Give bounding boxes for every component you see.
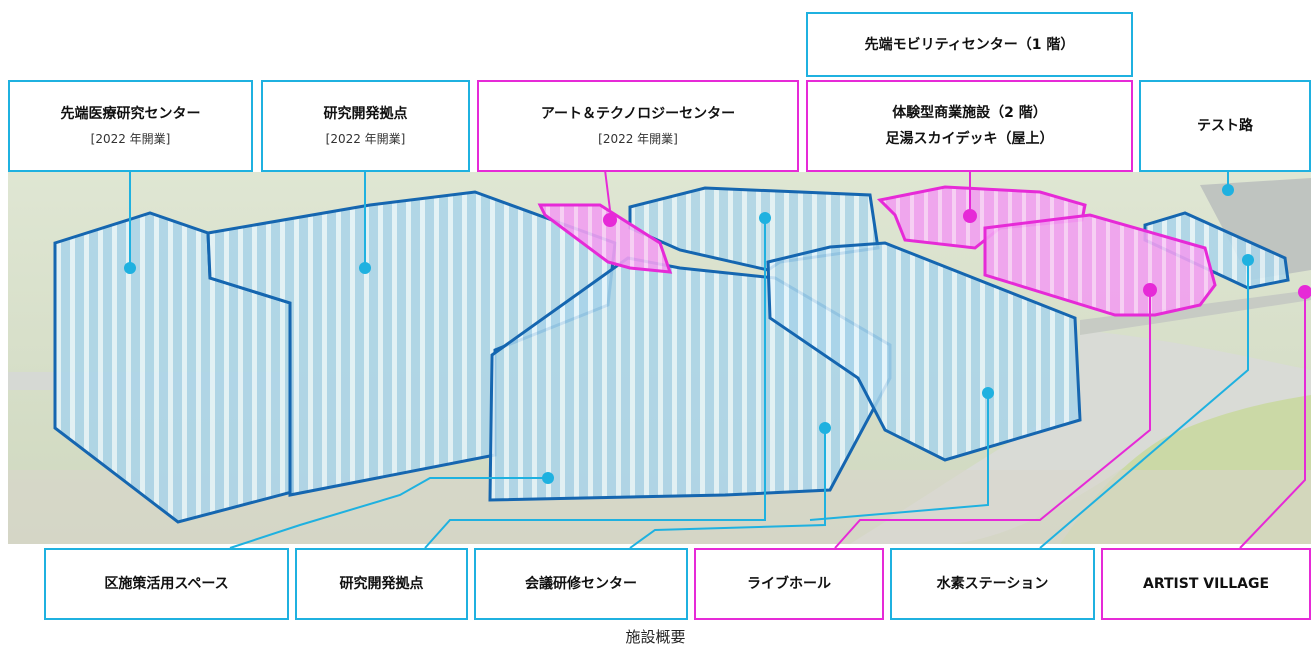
marker-dot — [982, 387, 994, 399]
marker-dot — [124, 262, 136, 274]
building-art-tech — [537, 203, 673, 274]
label-mobility: 先端モビリティセンター（1 階） — [806, 12, 1133, 77]
label-artist-village: ARTIST VILLAGE — [1101, 548, 1311, 620]
label-rd-base-top: 研究開発拠点 [2022 年開業] — [261, 80, 470, 172]
building-hydrogen-rd — [766, 241, 1082, 462]
label-live-hall: ライブホール — [694, 548, 884, 620]
label-title: 先端モビリティセンター（1 階） — [864, 36, 1075, 53]
leader-hydrogen — [1039, 260, 1249, 549]
label-title: 体験型商業施設（2 階） — [892, 105, 1047, 121]
marker-dot — [759, 212, 771, 224]
marker-dot — [603, 213, 617, 227]
leader-rd-base-bottom — [424, 218, 766, 549]
leader-conference-2 — [809, 393, 989, 521]
label-title: 先端医療研究センター — [60, 106, 201, 122]
label-title: 研究開発拠点 — [339, 576, 424, 592]
marker-dot — [1222, 184, 1234, 196]
label-title: ライブホール — [747, 576, 831, 592]
building-rd-base — [206, 190, 617, 497]
marker-dot — [1242, 254, 1254, 266]
label-title: アート＆テクノロジーセンター — [540, 106, 736, 122]
label-public-space: 区施策活用スペース — [44, 548, 289, 620]
marker-dot — [359, 262, 371, 274]
label-advanced-medical: 先端医療研究センター [2022 年開業] — [8, 80, 253, 172]
marker-dot — [819, 422, 831, 434]
parking — [1200, 178, 1311, 280]
label-subtitle: [2022 年開業] — [90, 132, 171, 146]
label-title: ARTIST VILLAGE — [1142, 576, 1270, 592]
marker-dot — [542, 472, 554, 484]
label-conference: 会議研修センター — [474, 548, 688, 620]
leader-art-tech — [604, 169, 611, 211]
label-rd-base-bottom: 研究開発拠点 — [295, 548, 468, 620]
marker-dot — [1143, 283, 1157, 297]
figure-caption: 施設概要 — [625, 628, 686, 646]
leader-live-hall — [834, 290, 1151, 549]
label-title: テスト路 — [1197, 118, 1253, 134]
label-art-tech: アート＆テクノロジーセンター [2022 年開業] — [477, 80, 799, 172]
label-title: 研究開発拠点 — [323, 106, 408, 122]
marker-dot — [1298, 285, 1311, 299]
label-title-2: 足湯スカイデッキ（屋上） — [885, 131, 1054, 147]
label-subtitle: [2022 年開業] — [325, 132, 406, 146]
leader-conference — [629, 428, 826, 549]
label-test-road: テスト路 — [1139, 80, 1311, 172]
label-title: 区施策活用スペース — [104, 576, 229, 592]
label-subtitle: [2022 年開業] — [598, 132, 678, 146]
label-title: 水素ステーション — [936, 576, 1049, 592]
label-hydrogen: 水素ステーション — [890, 548, 1095, 620]
leader-artist-village — [1239, 292, 1306, 549]
leader-public-space — [229, 477, 548, 549]
marker-dot — [963, 209, 977, 223]
label-commercial: 体験型商業施設（2 階） 足湯スカイデッキ（屋上） — [806, 80, 1133, 172]
label-title: 会議研修センター — [525, 576, 637, 592]
road — [1080, 290, 1311, 335]
building-live-hall — [983, 213, 1217, 317]
